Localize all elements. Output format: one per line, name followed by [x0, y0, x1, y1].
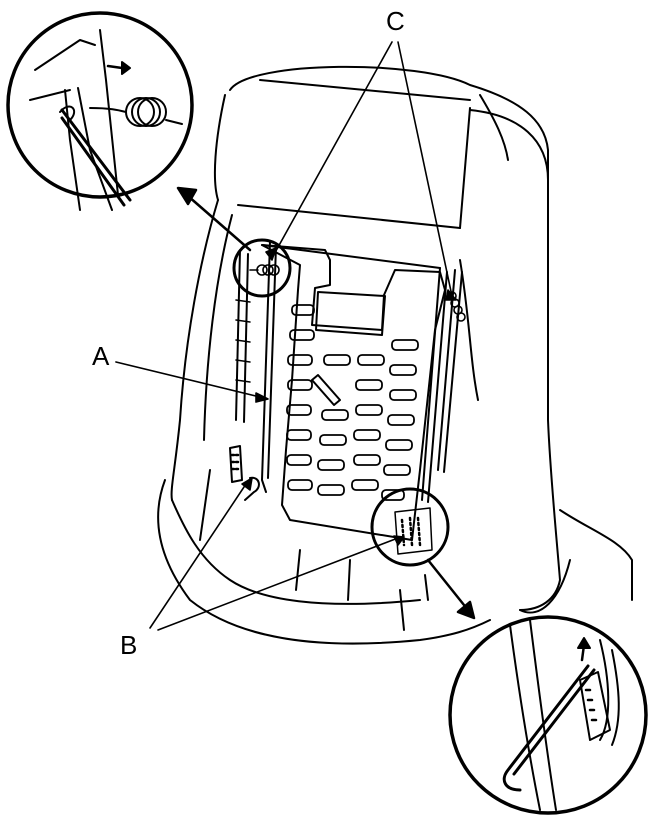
spring-left	[249, 264, 280, 276]
hook-left	[229, 445, 260, 501]
detail-circle-top-left	[6, 11, 194, 211]
callout-label-b: B	[120, 630, 138, 660]
callout-label-c: C	[386, 6, 405, 36]
panel-slots	[286, 304, 419, 501]
detail-leaders	[176, 186, 476, 620]
callout-leaders	[115, 41, 457, 631]
seat-back-outline	[157, 65, 633, 645]
callout-label-a: A	[92, 341, 110, 371]
zoom-circle-small-right	[370, 487, 450, 567]
zoom-circle-small-left	[232, 238, 292, 298]
wire-frame	[235, 241, 463, 503]
seat-back-panel	[261, 244, 446, 541]
detail-circle-bottom-right	[448, 615, 648, 815]
